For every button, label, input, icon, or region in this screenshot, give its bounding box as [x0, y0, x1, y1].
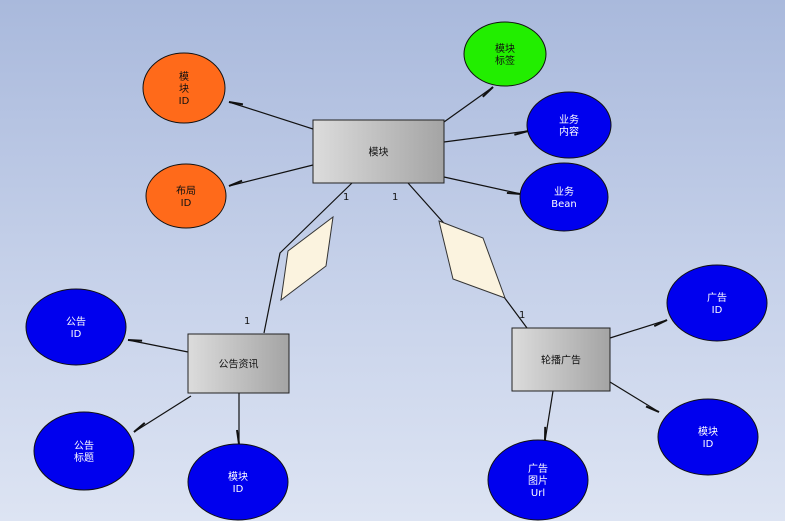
entity-carousel[interactable]: 轮播广告	[511, 327, 611, 392]
a-ad-module-id-connector-tip	[645, 405, 660, 413]
a-ad-id-connector-tip	[653, 319, 668, 328]
attribute-ellipse[interactable]	[487, 439, 589, 521]
entity-module[interactable]: 模块	[312, 119, 445, 184]
a-biz-bean-connector	[443, 176, 522, 195]
a-layout-id-connector	[228, 164, 314, 187]
attribute-label: ID	[179, 96, 190, 107]
cardinality-label: 1	[244, 316, 250, 327]
attribute-ellipse[interactable]	[25, 288, 127, 366]
attribute-label: 块	[179, 83, 189, 95]
a-notice-module-id-connector-tip	[236, 429, 240, 445]
relationship-diamonds	[280, 215, 506, 302]
a-module-tag-connector	[443, 86, 494, 123]
a-notice-id-connector	[127, 339, 189, 353]
a-notice-id-connector-tip	[127, 339, 143, 342]
attribute-label: 业务	[559, 113, 579, 126]
cardinality-label: 1	[392, 192, 398, 203]
attribute-label: 图片	[528, 474, 548, 487]
attribute-ellipse[interactable]	[666, 264, 768, 342]
attribute-ellipse[interactable]	[463, 21, 547, 87]
attribute-label: 公告	[66, 315, 86, 328]
entity-label: 公告资讯	[219, 358, 259, 371]
attribute-ellipses: 模块ID布局ID模块标签业务内容业务Bean公告ID公告标题模块ID广告ID模块…	[25, 21, 768, 521]
attribute-label: 公告	[74, 439, 94, 452]
attribute-label: 模块	[228, 471, 248, 483]
entity-box[interactable]	[312, 119, 445, 184]
attribute-ellipse[interactable]	[657, 398, 759, 476]
attribute-ellipse[interactable]	[526, 91, 612, 159]
a-module-tag-connector-tip	[482, 86, 494, 98]
a-layout-id-connector-tip	[228, 179, 243, 187]
cardinality-label: 1	[519, 310, 525, 321]
rel-module-notice-diamond[interactable]	[280, 215, 334, 302]
attribute-label: 标签	[495, 54, 515, 67]
rel-module-notice-connector	[263, 182, 353, 334]
rel-module-carousel-diamond[interactable]	[438, 220, 506, 299]
cardinality-label: 1	[343, 192, 349, 203]
entity-box[interactable]	[187, 333, 290, 394]
cardinality-labels: 1 1 1 1	[244, 192, 525, 327]
attribute-label: 布局	[176, 185, 196, 197]
attribute-label: 内容	[559, 125, 579, 138]
a-biz-content-connector-tip	[514, 130, 529, 136]
entity-box[interactable]	[511, 327, 611, 392]
attribute-label: 广告	[528, 462, 548, 475]
entity-label: 模块	[369, 147, 389, 159]
attribute-ellipse[interactable]	[33, 411, 135, 491]
attribute-ellipse[interactable]	[145, 163, 227, 229]
a-ad-id-connector	[609, 319, 668, 339]
attribute-label: Bean	[551, 199, 576, 210]
attribute-label: 标题	[74, 452, 94, 464]
a-module-id-connector-tip	[228, 101, 244, 106]
a-ad-image-url-connector	[544, 390, 554, 442]
attribute-label: Url	[531, 488, 545, 499]
connector-lines	[127, 86, 668, 445]
a-ad-module-id-connector	[609, 381, 660, 413]
entity-label: 轮播广告	[541, 354, 581, 367]
entity-notice[interactable]: 公告资讯	[187, 333, 290, 394]
attribute-label: ID	[71, 329, 82, 340]
a-notice-title-connector	[133, 395, 192, 433]
a-notice-title-connector-tip	[133, 422, 146, 433]
attribute-label: 模块	[495, 43, 515, 55]
attribute-label: ID	[712, 305, 723, 316]
attribute-ellipse[interactable]	[187, 443, 289, 521]
attribute-label: ID	[181, 198, 192, 209]
a-biz-bean-connector-tip	[506, 191, 522, 195]
attribute-ellipse[interactable]	[519, 162, 609, 232]
attribute-label: 业务	[554, 185, 574, 198]
attribute-label: ID	[703, 439, 714, 450]
attribute-label: ID	[233, 484, 244, 495]
attribute-label: 模块	[698, 426, 718, 438]
attribute-ellipse[interactable]	[142, 52, 226, 124]
a-biz-content-connector	[443, 130, 529, 143]
attribute-label: 广告	[707, 291, 727, 304]
a-module-id-connector	[228, 101, 314, 130]
attribute-label: 模	[179, 71, 189, 83]
